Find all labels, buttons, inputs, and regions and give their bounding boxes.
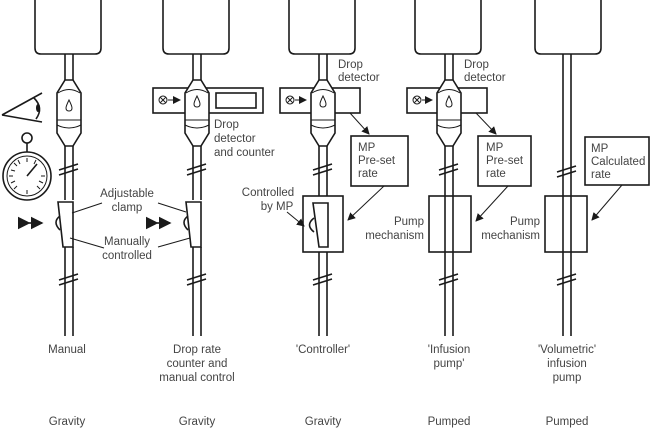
- fluid-bag: [288, 0, 356, 55]
- pump-mechanism: [544, 195, 588, 253]
- light-source-icon: [285, 95, 307, 105]
- fluid-bag: [34, 0, 102, 55]
- roller-clamp-icon: [17, 201, 74, 248]
- drip-chamber-icon: [184, 79, 210, 147]
- pump-mechanism: [428, 195, 472, 253]
- stopwatch-icon: [2, 132, 52, 201]
- caption-controller: 'Controller': [296, 344, 350, 356]
- drive-infusion-pump: Pumped: [428, 416, 471, 428]
- light-source-icon: [158, 95, 181, 105]
- mp-box: [350, 135, 409, 187]
- counter-display-icon: [215, 92, 257, 109]
- fluid-bag: [534, 0, 602, 55]
- label-adjustable-clamp: Adjustable: [100, 188, 154, 200]
- drive-drop-rate-counter: Gravity: [179, 416, 216, 428]
- drive-manual: Gravity: [49, 416, 86, 428]
- roller-clamp-icon: [145, 201, 202, 248]
- eye-icon: [1, 92, 43, 123]
- label-manually-controlled: Manually: [104, 236, 150, 248]
- caption-manual: Manual: [48, 344, 86, 356]
- drip-chamber-icon: [56, 79, 82, 147]
- fluid-bag: [162, 0, 230, 55]
- fluid-bag: [414, 0, 482, 55]
- drive-controller: Gravity: [305, 416, 342, 428]
- drip-chamber-icon: [310, 79, 336, 147]
- mp-box: [477, 135, 532, 187]
- drip-chamber-icon: [436, 79, 462, 147]
- drive-volumetric-pump: Pumped: [546, 416, 589, 428]
- light-source-icon: [412, 95, 433, 105]
- mp-box: [584, 136, 650, 186]
